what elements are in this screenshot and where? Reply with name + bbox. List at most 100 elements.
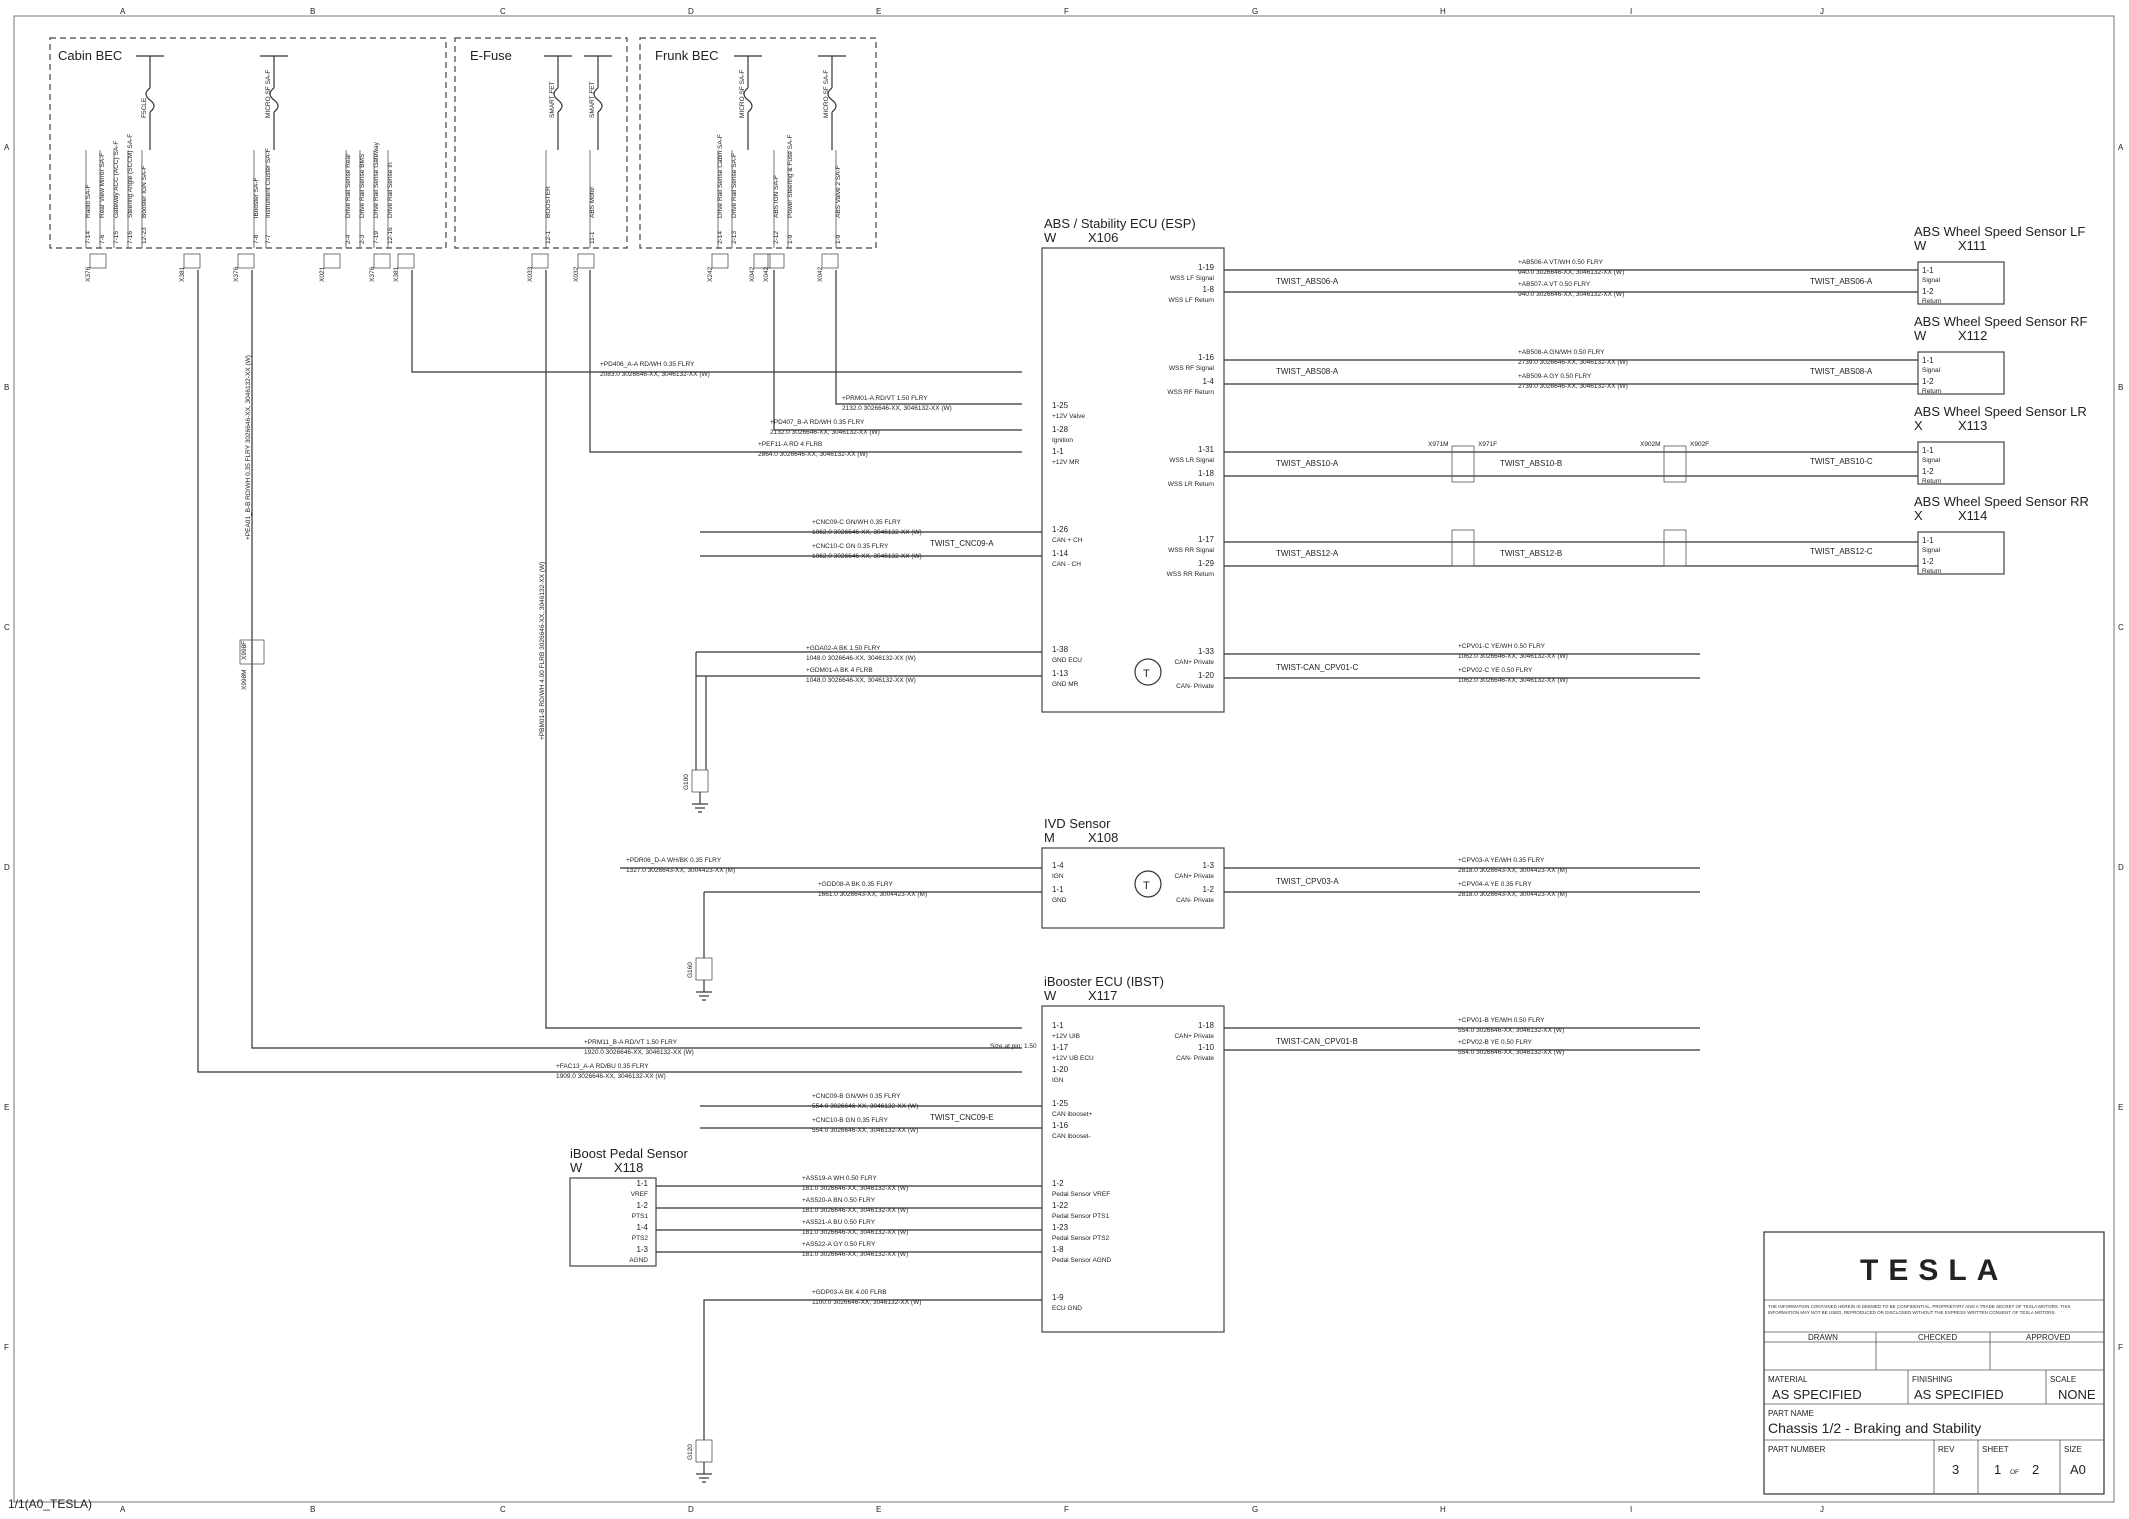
wire-label: +CNC09-C GN/WH 0.35 FLRY <box>812 519 902 526</box>
fuse-pin-number: 12-23 <box>141 227 148 244</box>
fuse-pin-name: Drive Rail Sense Gateway <box>373 141 380 218</box>
wire-spec: 1100.0 3026646-XX, 3046132-XX (W) <box>812 1299 921 1306</box>
ivd-pin-name: GND <box>1052 897 1067 904</box>
wire-spec: 1062.0 3026646-XX, 3046132-XX (W) <box>1458 653 1568 660</box>
wheel-sensor-code: X <box>1914 418 1923 433</box>
wheel-sensor-title: ABS Wheel Speed Sensor LR <box>1914 404 2087 419</box>
inline-connector <box>1451 445 1475 483</box>
fuse-icon <box>743 87 753 113</box>
fuse-pin-name: Drive Rail Sense Rear <box>345 153 352 218</box>
twist-pair-label: TWIST_ABS06-A <box>1276 277 1339 286</box>
vertical-feed-wires <box>197 270 1022 1073</box>
wire-label: +PDR06_D-A WH/BK 0.35 FLRY <box>626 857 722 864</box>
fuse-pin-number: 2-14 <box>717 231 724 244</box>
fuse-pin-number: 2-12 <box>773 231 780 244</box>
ibst-pin-name: CAN ibooset+ <box>1052 1111 1092 1118</box>
connector-body <box>397 253 415 269</box>
esp-pin-name: Ignition <box>1052 437 1073 444</box>
fuse-pin-name: ABS Valve 2 SA-F <box>835 165 842 218</box>
efuse-box <box>454 37 628 249</box>
fuse-caption: MICRO SF SA-F <box>823 70 830 118</box>
connector-tag: X033 <box>527 266 534 282</box>
wheel-sensor-pin: 1-1 <box>1922 356 1934 365</box>
fuse-pin-number: 1-9 <box>787 234 794 244</box>
grid-col-label: D <box>688 1505 694 1514</box>
esp-ecu-code: W <box>1044 230 1057 245</box>
pedal-pin-number: 1-3 <box>636 1245 648 1254</box>
part-name-label: PART NAME <box>1768 1409 1814 1418</box>
wire-label: +CPV02-B YE 0.50 FLRY <box>1458 1039 1533 1046</box>
rev-value: 3 <box>1952 1462 1959 1477</box>
grid-row-label: F <box>2118 1343 2123 1352</box>
twist-pair-label: TWIST_ABS08-A <box>1276 367 1339 376</box>
wire-spec: 554.0 3026646-XX, 3046132-XX (W) <box>812 1127 918 1134</box>
connector-body <box>821 253 839 269</box>
wire-spec: 1048.0 3026646-XX, 3046132-XX (W) <box>806 655 916 662</box>
ibst-pin-name: +12V UIB <box>1052 1033 1080 1040</box>
wire-label: +CPV01-C YE/WH 0.50 FLRY <box>1458 643 1546 650</box>
wire-label: +GDM01-A BK 4 FLRB <box>806 667 873 674</box>
wire-spec: 2739.0 3026646-XX, 3046132-XX (W) <box>1518 383 1628 390</box>
connector-body <box>373 253 391 269</box>
connector-tag: X042 <box>817 266 824 282</box>
part-number-label: PART NUMBER <box>1768 1445 1826 1454</box>
fuse-pin-number: 2-4 <box>345 234 352 244</box>
wire-label: +AS520-A BN 0.50 FLRY <box>802 1197 876 1204</box>
grid-col-label: B <box>310 1505 315 1514</box>
wire-spec: 554.0 3026646-XX, 3046132-XX (W) <box>1458 1027 1564 1034</box>
tesla-logo: TESLA <box>1860 1254 2008 1287</box>
fuse-pin-name: ABS Motor <box>589 186 596 218</box>
wire-spec: 181.0 3026646-XX, 3046132-XX (W) <box>802 1229 908 1236</box>
grid-row-label: E <box>4 1103 9 1112</box>
title-block: TESLA THE INFORMATION CONTAINED HEREIN I… <box>1763 1231 2105 1495</box>
wheel-sensor-connector: X111 <box>1958 238 1986 253</box>
fuse-pin-number: 7-15 <box>113 231 120 244</box>
ivd-pin-number: 1-2 <box>1202 885 1214 894</box>
grid-col-label: D <box>688 7 694 16</box>
pedal-pin-number: 1-4 <box>636 1223 648 1232</box>
pedal-pin-number: 1-2 <box>636 1201 648 1210</box>
ibst-pin-number: 1-17 <box>1052 1043 1069 1052</box>
twist-label: TWIST_ABS06-A <box>1810 277 1873 286</box>
wheel-sensor-box <box>1917 441 2005 485</box>
grid-col-label: J <box>1820 1505 1824 1514</box>
ibst-pin-number: 1-23 <box>1052 1223 1069 1232</box>
ibst-pin-number: 1-9 <box>1052 1293 1064 1302</box>
grid-col-label: J <box>1820 7 1824 16</box>
fuse-pin-number: 7-16 <box>127 231 134 244</box>
ibst-pin-number: 1-25 <box>1052 1099 1069 1108</box>
connector-body <box>531 253 549 269</box>
wire-label: +GDA02-A BK 1.50 FLRY <box>806 645 881 652</box>
fuse-caption: MICRO SF SA-F <box>739 70 746 118</box>
connector-tag: X021 <box>319 266 326 282</box>
wheel-sensor-pin: 1-2 <box>1922 377 1934 386</box>
wire-spec: 1048.0 3026646-XX, 3046132-XX (W) <box>806 677 916 684</box>
ibst-pin-name: ECU GND <box>1052 1305 1082 1312</box>
ivd-pin-name: IGN <box>1052 873 1064 880</box>
ivd-sensor-box <box>1041 847 1225 929</box>
wire-spec: 181.0 3026646-XX, 3046132-XX (W) <box>802 1185 908 1192</box>
ibst-pin-number: 1-10 <box>1198 1043 1215 1052</box>
pedal-sensor-code: W <box>570 1160 583 1175</box>
wheel-sensor-pin: 1-1 <box>1922 536 1934 545</box>
fuse-pin-name: Instrument Cluster SA-F <box>265 148 272 218</box>
sheet-border <box>13 15 2115 1503</box>
wire-spec: 940.0 3026646-XX, 3046132-XX (W) <box>1518 291 1624 298</box>
wire-spec: 2132.0 3026646-XX, 3046132-XX (W) <box>770 429 880 436</box>
esp-pin-name: WSS RR Signal <box>1168 547 1214 554</box>
wheel-sensor-pin-name: Signal <box>1922 547 1941 554</box>
connector-tag: X376 <box>369 266 376 282</box>
fuse-icon <box>827 87 837 113</box>
twist-pair-label: TWIST_CPV03-A <box>1276 877 1339 886</box>
frunk-bec-box <box>639 37 877 249</box>
esp-pin-name: WSS LR Signal <box>1169 457 1214 464</box>
size-label: SIZE <box>2064 1445 2082 1454</box>
fuse-pin-name: Gateway ACC (ACC) SA-F <box>113 141 120 218</box>
x998f-label: X998F <box>241 641 248 660</box>
sheet-value: 1 <box>1994 1462 2001 1477</box>
